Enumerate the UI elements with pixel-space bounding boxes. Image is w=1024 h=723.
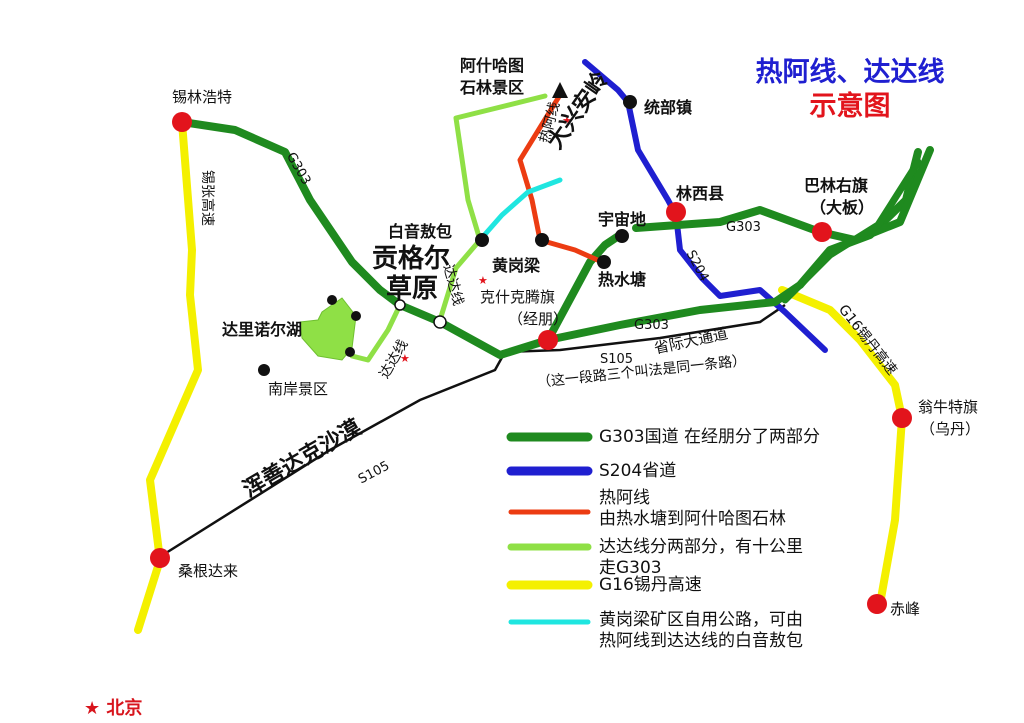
road-g16 (778, 286, 906, 608)
label-sanggen: 桑根达来 (178, 562, 239, 580)
legend-text-dada: 达达线分两部分，有十公里 走G303 (599, 537, 803, 578)
map-subtitle: 示意图 (809, 91, 891, 122)
legend-text-g16: G16锡丹高速 (599, 575, 702, 595)
beijing-marker: ★ 北京 (84, 698, 143, 719)
label-huanggangliang: 黄岗梁 (492, 256, 541, 275)
label-keshi-2: （经朋） (508, 310, 569, 328)
road-dada (437, 93, 548, 323)
legend-text-s204: S204省道 (599, 461, 677, 481)
legend-text-g303: G303国道 在经朋分了两部分 (599, 427, 821, 447)
label-linxi: 林西县 (676, 184, 725, 203)
svg-text:★: ★ (400, 352, 410, 365)
road-rea (517, 92, 605, 265)
road-g303-east2 (781, 158, 922, 304)
legend-text-mine: 黄岗梁矿区自用公路，可由 热阿线到达达线的白音敖包 (599, 610, 803, 651)
label-baiyin: 白音敖包 (388, 222, 453, 241)
label-balin-1: 巴林右旗 (804, 176, 869, 195)
road-g303-branch (544, 231, 624, 344)
label-yuzhoudi: 宇宙地 (598, 210, 647, 229)
svg-text:★: ★ (478, 274, 488, 287)
lake-dalinuoer (299, 297, 357, 361)
label-gonggeer-1: 贡格尔 (372, 244, 451, 274)
label-keshi-1: 克什克腾旗 (480, 288, 556, 306)
road-label-g303-c: G303 (634, 318, 669, 333)
label-ashiha-2: 石林景区 (460, 78, 525, 97)
road-dada-south (329, 297, 403, 363)
label-chifeng: 赤峰 (890, 600, 921, 618)
label-balin-2: （大板） (810, 198, 875, 217)
road-label-s105-a: S105 (600, 352, 634, 367)
label-gonggeer-2: 草原 (386, 274, 439, 304)
label-wengniute-2: （乌丹） (920, 420, 981, 438)
label-xilinhaote: 锡林浩特 (172, 88, 233, 106)
label-reshuitang: 热水塘 (598, 270, 647, 289)
label-ashiha-1: 阿什哈图 (460, 56, 525, 75)
junction-markers (394, 299, 447, 329)
map-title: 热阿线、达达线 (755, 57, 945, 88)
star-markers: ★ ★ ★ (400, 114, 572, 365)
svg-text:★: ★ (562, 114, 572, 127)
road-label-xizhang: 锡张高速 (199, 170, 215, 226)
label-tongbu: 统部镇 (644, 98, 693, 117)
city-markers (150, 112, 912, 614)
legend-text-rea: 热阿线 由热水塘到阿什哈图石林 (599, 488, 786, 529)
town-markers (258, 95, 637, 376)
label-dalinuoer: 达里诺尔湖 (222, 320, 303, 339)
label-wengniute-1: 翁牛特旗 (918, 398, 979, 416)
label-nanan: 南岸景区 (268, 380, 329, 398)
road-label-g303-b: G303 (726, 220, 761, 235)
road-mine (477, 177, 563, 243)
scenic-marker (552, 82, 568, 98)
